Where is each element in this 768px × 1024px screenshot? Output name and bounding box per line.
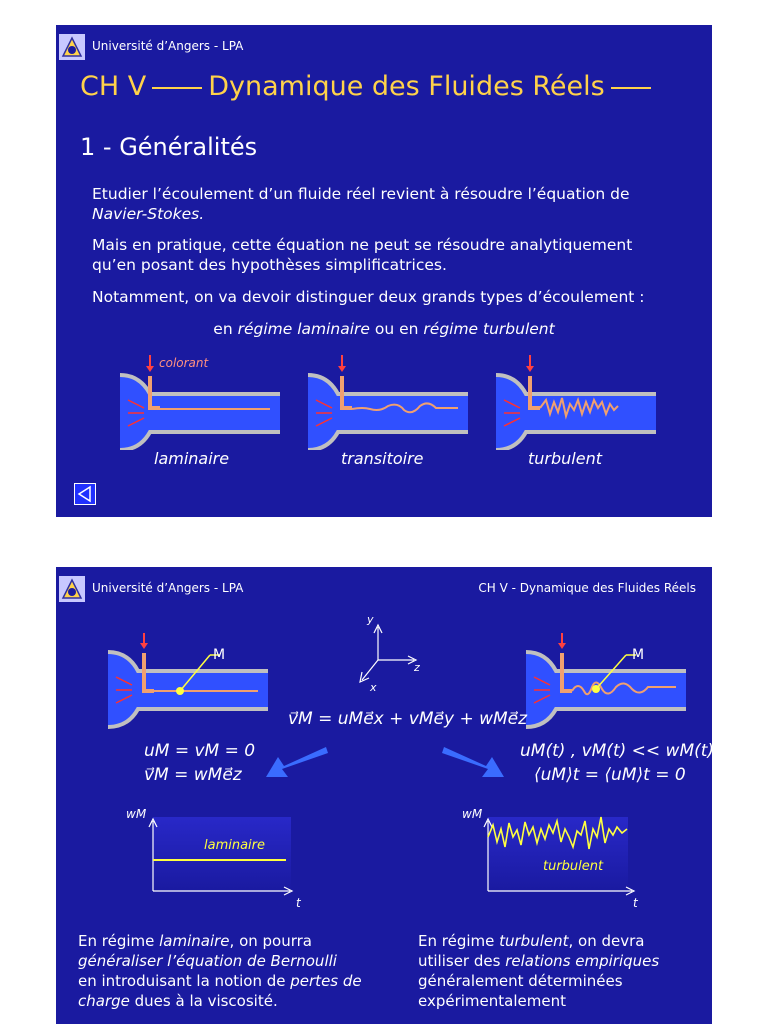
header-university: Université d’Angers - LPA <box>92 39 244 53</box>
velocity-diagrams <box>107 623 686 896</box>
slide-2: Université d’Angers - LPA CH V - Dynamiq… <box>56 567 715 1024</box>
left-text-c: en introduisant la notion de <box>78 972 291 990</box>
p4-text-b: ou en <box>369 320 424 338</box>
right-text-e: expérimentalement <box>418 992 566 1010</box>
title-rule-right <box>610 86 651 89</box>
chapter-number: CH V <box>80 71 147 102</box>
left-text-pertes: pertes de <box>290 972 362 990</box>
graph-laminaire <box>148 817 294 896</box>
axis-x-label: x <box>370 681 377 694</box>
tube-laminaire <box>119 355 280 450</box>
graph-left-ylabel: wM <box>126 807 147 821</box>
left-equation-2: v⃗M = wMe⃗z <box>144 765 242 785</box>
right-equation-1: uM(t) , vM(t) << wM(t) <box>520 741 715 761</box>
graph-right-ylabel: wM <box>462 807 483 821</box>
caption-turbulent: turbulent <box>528 449 602 468</box>
graph-right-label: turbulent <box>543 859 604 874</box>
paragraph-2-line-2: qu’en posant des hypothèses simplificatr… <box>92 256 447 274</box>
caption-laminaire: laminaire <box>154 449 230 468</box>
right-tube <box>525 633 686 729</box>
right-text-relations: relations empiriques <box>505 952 660 970</box>
left-text-d: dues à la viscosité. <box>129 992 278 1010</box>
arrow-left <box>266 747 328 777</box>
right-text-b: , on devra <box>568 932 645 950</box>
paragraph-2: Mais en pratique, cette équation ne peut… <box>92 235 692 275</box>
left-conclusion: En régime laminaire, on pourra généralis… <box>78 931 408 1011</box>
left-text-charge: charge <box>78 992 130 1010</box>
chapter-title: Dynamique des Fluides Réels <box>208 71 605 102</box>
flow-regimes-diagram <box>119 355 656 450</box>
paragraph-1: Etudier l’écoulement d’un fluide réel re… <box>92 184 692 224</box>
graph-right-xlabel: t <box>633 896 638 910</box>
header-chapter: CH V - Dynamique des Fluides Réels <box>478 581 696 595</box>
paragraph-4: en régime laminaire ou en régime turbule… <box>56 320 712 338</box>
graph-left-label: laminaire <box>204 838 266 853</box>
arrow-right <box>442 747 504 777</box>
right-conclusion: En régime turbulent, on devra utiliser d… <box>418 931 708 1011</box>
right-text-c: utiliser des <box>418 952 506 970</box>
p4-laminar: régime laminaire <box>237 320 370 338</box>
university-logo-icon <box>59 576 85 602</box>
section-title: 1 - Généralités <box>80 133 258 161</box>
right-text-a: En régime <box>418 932 500 950</box>
axes-triad <box>359 623 418 684</box>
left-text-bernoulli: généraliser l’équation de Bernoulli <box>78 952 337 970</box>
p4-turbulent: régime turbulent <box>423 320 555 338</box>
right-equation-2: ⟨uM⟩t = ⟨uM⟩t = 0 <box>534 765 686 785</box>
left-text-b: , on pourra <box>229 932 312 950</box>
point-m-right: M <box>632 647 645 663</box>
left-text-a: En régime <box>78 932 160 950</box>
tube-turbulent <box>495 355 656 450</box>
back-nav-button[interactable] <box>74 483 96 505</box>
left-equation-1: uM = vM = 0 <box>144 741 256 761</box>
tube-transitoire <box>307 355 468 450</box>
paragraph-1-text: Etudier l’écoulement d’un fluide réel re… <box>92 185 630 203</box>
caption-transitoire: transitoire <box>341 449 424 468</box>
graph-left-xlabel: t <box>296 896 301 910</box>
paragraph-1-emphasis: Navier-Stokes. <box>92 205 205 223</box>
right-text-turbulent: turbulent <box>499 932 569 950</box>
axis-y-label: y <box>367 613 374 626</box>
header-university: Université d’Angers - LPA <box>92 581 244 595</box>
left-tube <box>107 633 268 729</box>
triangle-left-icon <box>77 485 91 503</box>
point-m-left: M <box>213 647 226 663</box>
title-rule-left <box>152 86 203 89</box>
university-logo-icon <box>59 34 85 60</box>
p4-text-a: en <box>213 320 238 338</box>
colorant-label: colorant <box>159 356 209 370</box>
paragraph-2-line-1: Mais en pratique, cette équation ne peut… <box>92 236 633 254</box>
graph-turbulent <box>483 816 636 896</box>
slide-1: Université d’Angers - LPA CH V Dynamique … <box>56 25 712 517</box>
axis-z-label: z <box>414 661 420 674</box>
equation-center: v⃗M = uMe⃗x + vMe⃗y + wMe⃗z <box>288 709 528 729</box>
paragraph-3: Notamment, on va devoir distinguer deux … <box>92 288 645 306</box>
right-text-d: généralement déterminées <box>418 972 623 990</box>
page-title: CH V Dynamique des Fluides Réels <box>80 71 657 102</box>
left-text-laminaire: laminaire <box>159 932 230 950</box>
